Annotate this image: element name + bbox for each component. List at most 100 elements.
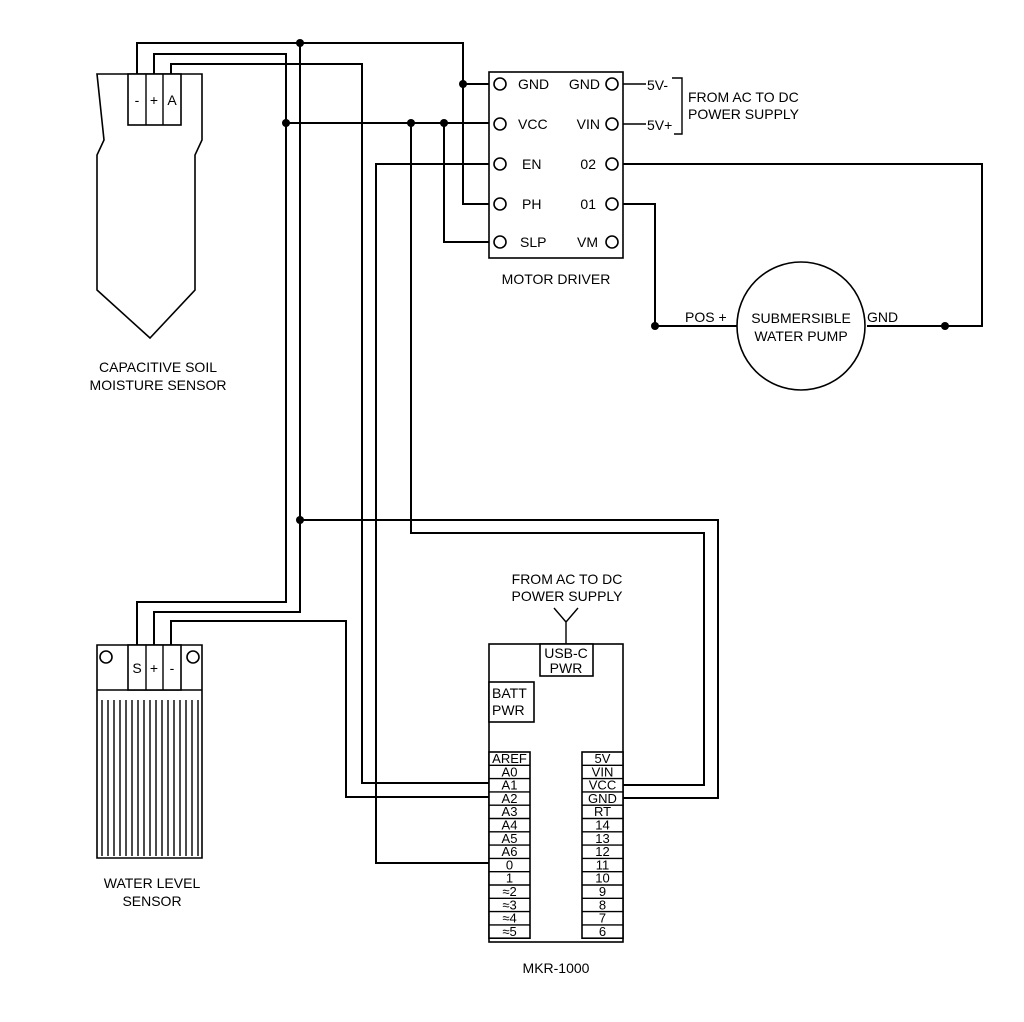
supply-minus-label: 5V-	[647, 77, 668, 93]
wire-gnd-bus	[153, 43, 301, 645]
mkr-left-pin-label: A5	[502, 831, 518, 846]
wire-vcc-mkr	[410, 123, 705, 786]
wires	[136, 42, 983, 864]
junction-dot	[282, 119, 290, 127]
pump-body	[736, 261, 866, 391]
pin-01	[605, 197, 619, 211]
pin-gnd-right	[605, 77, 619, 91]
motor-driver-body	[488, 71, 624, 259]
pin-slp	[493, 235, 507, 249]
wire-level-signal	[170, 620, 489, 798]
pin-en	[493, 157, 507, 171]
driver-right-pin-label: 02	[580, 156, 596, 172]
wire-out2-pump	[623, 163, 983, 327]
mkr-label: MKR-1000	[523, 960, 590, 976]
mkr-left-pin-label: ≈2	[502, 884, 516, 899]
driver-right-pin-label: GND	[569, 76, 600, 92]
usb-c-port	[539, 643, 594, 677]
wire-out1-pump	[623, 203, 738, 327]
soil-sensor-label-2: MOISTURE SENSOR	[90, 377, 227, 393]
wire-soil-vcc	[136, 53, 287, 645]
level-sensor-label-1: WATER LEVEL	[104, 875, 201, 891]
batt-label-2: PWR	[492, 702, 525, 718]
driver-power-note: 5V- 5V+ FROM AC TO DC POWER SUPPLY	[647, 77, 800, 133]
mount-hole-right	[186, 650, 200, 664]
mkr-right-pin-label: 8	[599, 897, 606, 912]
pin-vin	[605, 117, 619, 131]
wire-gnd-mkr	[300, 519, 719, 799]
motor-driver-label: MOTOR DRIVER	[502, 271, 611, 287]
junction-dot	[296, 39, 304, 47]
mkr-left-pin-label: A2	[502, 791, 518, 806]
mkr-supply-line-1: FROM AC TO DC	[512, 571, 623, 587]
soil-sensor-header	[127, 73, 182, 126]
mkr-supply-line-2: POWER SUPPLY	[512, 588, 624, 604]
wire-vcc-slp	[443, 123, 490, 243]
driver-left-pin-label: PH	[522, 196, 541, 212]
mkr-supply-connector	[553, 607, 579, 644]
pin-ph	[493, 197, 507, 211]
mkr-right-pin-label: 12	[595, 844, 609, 859]
mkr-left-pin-label: 1	[506, 871, 513, 886]
junction-dot	[296, 516, 304, 524]
mkr-left-pin-label: A6	[502, 844, 518, 859]
pin-vm	[605, 235, 619, 249]
soil-pin-3-label: A	[167, 92, 177, 108]
pump-pos-label: POS +	[685, 309, 727, 325]
junction-dot	[651, 322, 659, 330]
driver-right-pin-label: 01	[580, 196, 596, 212]
pin-vcc	[493, 117, 507, 131]
supply-plus-label: 5V+	[647, 117, 672, 133]
junction-dot	[459, 80, 467, 88]
pin-gnd-left	[493, 77, 507, 91]
driver-left-pin-label: GND	[518, 76, 549, 92]
mkr-right-pin-label: 5V	[595, 751, 611, 766]
motor-driver: GND VCC EN PH SLP GND VIN 02 01 VM MOTOR…	[488, 71, 624, 287]
driver-right-pin-label: VIN	[577, 116, 600, 132]
battery-connector	[488, 681, 535, 723]
level-pin-1-label: S	[132, 660, 141, 676]
mkr-right-pin-label: VIN	[592, 764, 614, 779]
mkr-right-pin-label: 11	[596, 857, 610, 872]
soil-pin-1-label: -	[135, 92, 140, 108]
level-sensor-header	[127, 644, 182, 691]
mkr-left-pin-label: A1	[502, 778, 518, 793]
mount-hole-left	[99, 650, 113, 664]
mkr-right-pin-label: 14	[595, 818, 609, 833]
mkr-1000-board: FROM AC TO DC POWER SUPPLY USB-C PWR BAT…	[488, 571, 624, 976]
pin-02	[605, 157, 619, 171]
wire-gnd-ph	[462, 84, 490, 205]
mkr-right-pin-label: RT	[594, 804, 611, 819]
mkr-left-pin-label: A0	[502, 764, 518, 779]
wire-soil-analog	[170, 63, 489, 784]
wire-soil-gnd	[136, 42, 490, 85]
mkr-right-pin-label: 6	[599, 924, 606, 939]
mkr-left-pin-label: 0	[506, 857, 513, 872]
mkr-right-pin-label: VCC	[589, 778, 616, 793]
mkr-left-pin-label: AREF	[492, 751, 527, 766]
junction-dot	[440, 119, 448, 127]
water-level-sensor: S + - WATER LEVEL SENSOR	[96, 644, 203, 909]
mkr-left-pin-label: A3	[502, 804, 518, 819]
mkr-right-pin-label: GND	[588, 791, 617, 806]
mkr-right-pin-label: 13	[595, 831, 609, 846]
mkr-left-pin-label: ≈4	[502, 911, 516, 926]
level-sensor-label-2: SENSOR	[122, 893, 181, 909]
usb-label-1: USB-C	[544, 645, 588, 661]
driver-right-pin-label: VM	[577, 234, 598, 250]
mkr-left-pin-label: A4	[502, 818, 518, 833]
level-pin-2-label: +	[150, 660, 158, 676]
soil-sensor-body	[96, 73, 203, 340]
usb-label-2: PWR	[550, 660, 583, 676]
batt-label-1: BATT	[492, 685, 527, 701]
soil-sensor-label-1: CAPACITIVE SOIL	[99, 359, 217, 375]
mkr-right-pin-label: 9	[599, 884, 606, 899]
water-pump: SUBMERSIBLE WATER PUMP POS + GND	[685, 261, 898, 391]
junctions	[282, 39, 949, 524]
driver-left-pin-label: EN	[522, 156, 541, 172]
mkr-left-pin-label: ≈5	[502, 924, 516, 939]
pump-gnd-label: GND	[867, 309, 898, 325]
soil-moisture-sensor: - + A CAPACITIVE SOIL MOISTURE SENSOR	[90, 73, 227, 393]
junction-dot	[941, 322, 949, 330]
